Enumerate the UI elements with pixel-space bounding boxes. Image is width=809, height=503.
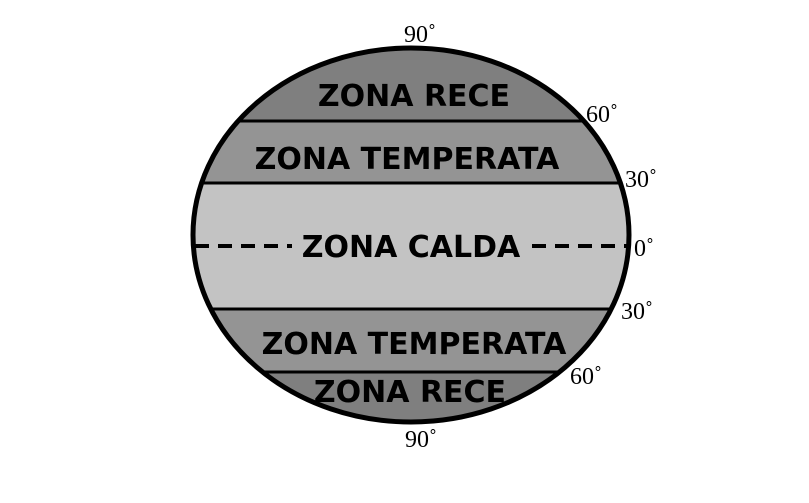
globe-outline xyxy=(190,45,632,425)
latitude-south-60: 60˚ xyxy=(570,364,602,390)
south-temperate-band xyxy=(193,309,629,372)
latitude-equator: 0˚ xyxy=(634,236,654,262)
north-temperate-band xyxy=(193,121,629,183)
latitude-south-90: 90˚ xyxy=(405,427,437,453)
north-temperate-label: ZONA TEMPERATA xyxy=(255,142,560,177)
latitude-south-30: 30˚ xyxy=(621,299,653,325)
latitude-north-90: 90˚ xyxy=(404,22,436,48)
latitude-north-60: 60˚ xyxy=(586,102,618,128)
north-cold-label: ZONA RECE xyxy=(318,79,510,114)
latitude-north-30: 30˚ xyxy=(625,167,657,193)
south-temperate-label: ZONA TEMPERATA xyxy=(262,327,567,362)
hot-zone-label: ZONA CALDA xyxy=(302,230,521,265)
south-cold-label: ZONA RECE xyxy=(314,375,506,410)
